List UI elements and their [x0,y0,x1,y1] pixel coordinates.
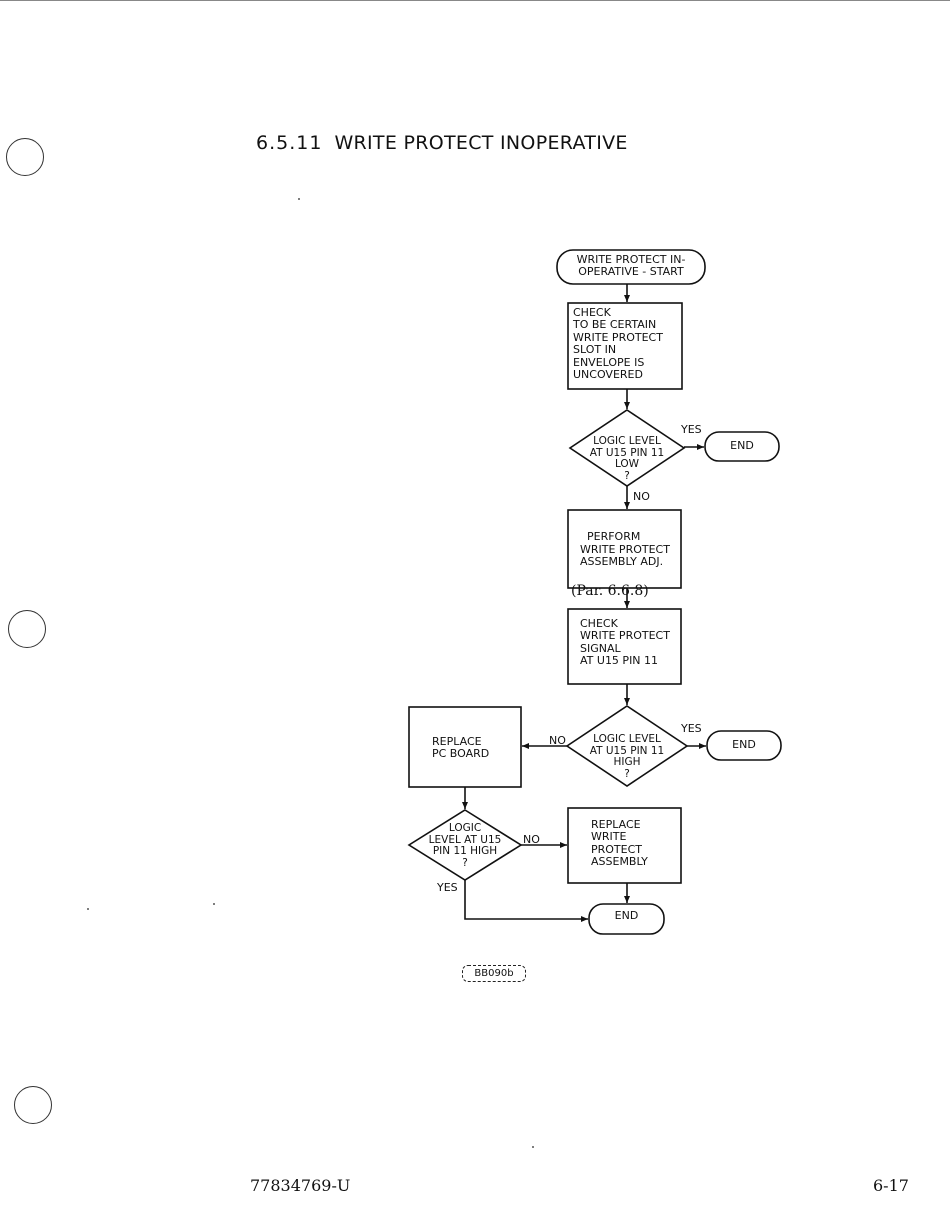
figure-tag: BB090b [462,965,526,982]
scan-speck [532,1146,534,1148]
section-number: 6.5.11 [256,132,323,154]
decision-low: LOGIC LEVEL AT U15 PIN 11 LOW ? [589,435,665,482]
replace-pc-box: REPLACE PC BOARD [432,735,490,761]
end-3-shape [588,903,665,935]
end-terminator-2: END [732,738,756,751]
no-label-1: NO [633,490,650,503]
section-heading: 6.5.11 WRITE PROTECT INOPERATIVE [256,132,628,154]
perform-adj-text: PERFORM WRITE PROTECT ASSEMBLY ADJ. [580,530,670,569]
punch-hole-bottom [14,1086,52,1124]
end-2-shape [706,730,782,761]
no-label-3: NO [523,833,540,846]
perform-adj-box: PERFORM WRITE PROTECT ASSEMBLY ADJ. (Par… [571,519,670,610]
section-title: WRITE PROTECT INOPERATIVE [334,132,628,154]
perform-adj-ref: (Par. 6.6.8) [571,583,649,600]
punch-hole-top [6,138,44,176]
check-slot-box: CHECK TO BE CERTAIN WRITE PROTECT SLOT I… [573,306,663,382]
decision-high-2: LOGIC LEVEL AT U15 PIN 11 HIGH ? [428,822,502,869]
no-label-2: NO [549,734,566,747]
replace-assembly-box-shape [567,807,682,884]
replace-assembly-box: REPLACE WRITE PROTECT ASSEMBLY [591,818,648,869]
check-signal-box-shape [567,608,682,685]
check-signal-box: CHECK WRITE PROTECT SIGNAL AT U15 PIN 11 [580,617,670,668]
arrow-decision3-yes-end [464,880,588,922]
decision-high: LOGIC LEVEL AT U15 PIN 11 HIGH ? [589,733,665,780]
scan-speck [213,903,215,905]
document-number: 77834769-U [250,1176,351,1195]
start-terminator-shape [556,249,706,285]
scan-speck [87,908,89,910]
yes-label-2: YES [681,722,702,735]
top-edge-rule [0,0,950,4]
check-slot-box-shape [567,302,683,390]
end-terminator-3: END [614,909,639,922]
page-number: 6-17 [873,1176,909,1195]
end-1-shape [704,431,780,462]
yes-label-3: YES [437,881,458,894]
decision-high-shape [565,705,689,787]
yes-label-1: YES [681,423,702,436]
end-terminator-1: END [730,439,754,452]
perform-adj-box-shape [567,509,682,589]
scan-speck [298,198,300,200]
start-terminator: WRITE PROTECT IN- OPERATIVE - START [576,253,686,279]
punch-hole-middle [8,610,46,648]
